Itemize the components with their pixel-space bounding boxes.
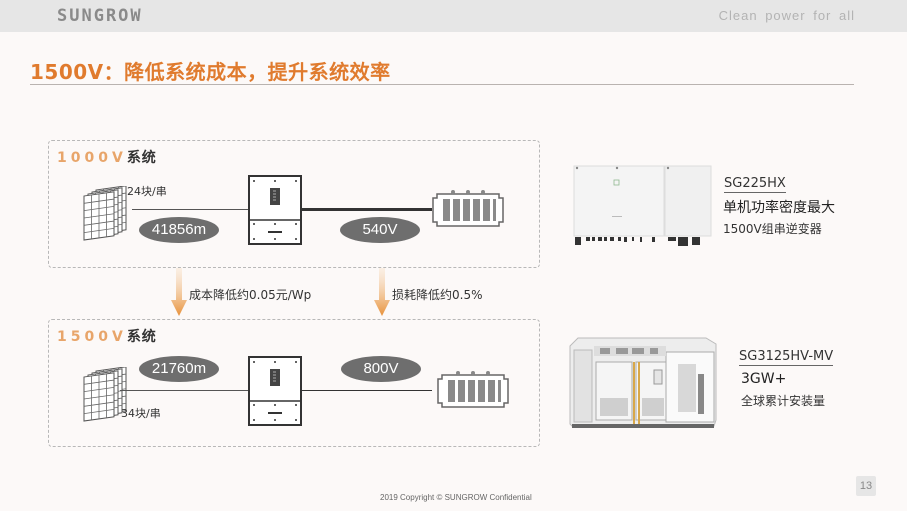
system-suffix: 系统 — [126, 150, 157, 166]
sg3125hv-mv-product-image — [569, 337, 717, 428]
sungrow-logo: SUNGROW — [57, 6, 143, 26]
system-box-1500v: 1500V系统 — [48, 319, 540, 447]
cost-reduction-text: 成本降低约0.05元/Wp — [189, 288, 312, 302]
transformer-icon — [432, 189, 504, 227]
cable-length-badge: 21760m — [139, 356, 219, 382]
system-suffix: 系统 — [126, 329, 157, 345]
voltage-label: 1000V — [57, 150, 127, 166]
modules-per-string: 34块/串 — [121, 407, 161, 420]
product-name: SG3125HV-MV — [739, 349, 834, 366]
dc-cable — [132, 209, 248, 210]
product-description: 1500V组串逆变器 — [723, 222, 822, 236]
product-name: SG225HX — [724, 176, 786, 193]
system-box-1000v: 1000V系统 — [48, 140, 540, 268]
header-bar: SUNGROW Clean power for all — [0, 0, 907, 32]
ac-voltage-badge: 800V — [341, 356, 421, 382]
sg225hx-product-image — [573, 165, 712, 246]
arrow-down-icon — [374, 268, 390, 316]
product-description: 全球累计安装量 — [741, 394, 826, 408]
page-number: 13 — [856, 476, 876, 496]
arrow-down-icon — [171, 268, 187, 316]
product-highlight: 单机功率密度最大 — [723, 200, 835, 216]
ac-cable — [302, 390, 432, 391]
ac-cable — [302, 208, 432, 211]
modules-per-string: 24块/串 — [127, 185, 167, 198]
slide-title: 1500V：降低系统成本，提升系统效率 — [30, 60, 391, 84]
inverter-icon — [248, 356, 302, 426]
system-label: 1500V系统 — [57, 326, 157, 346]
product-highlight: 3GW+ — [741, 371, 787, 387]
tagline: Clean power for all — [718, 8, 855, 23]
transformer-icon — [437, 370, 509, 408]
dc-cable — [120, 390, 248, 391]
inverter-icon — [248, 175, 302, 245]
title-divider — [30, 84, 854, 85]
ac-voltage-badge: 540V — [340, 217, 420, 243]
loss-reduction-text: 损耗降低约0.5% — [392, 288, 483, 302]
copyright-footer: 2019 Copyright © SUNGROW Confidential — [380, 493, 532, 502]
voltage-label: 1500V — [57, 329, 127, 345]
system-label: 1000V系统 — [57, 147, 157, 167]
cable-length-badge: 41856m — [139, 217, 219, 243]
